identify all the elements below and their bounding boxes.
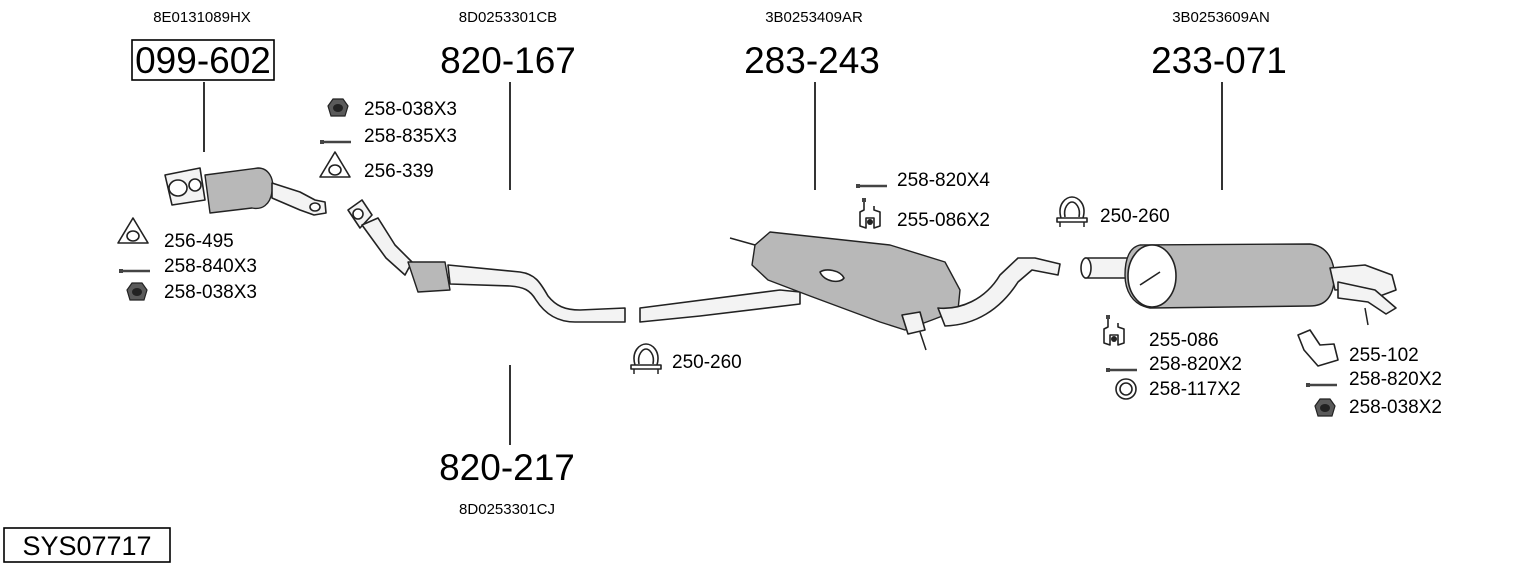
oem-number-5: 8D0253301CJ <box>459 501 555 518</box>
hanger-icon <box>859 197 881 229</box>
nut-icon <box>327 98 349 117</box>
hanger-icon <box>1103 314 1125 346</box>
clamp-icon <box>630 343 662 375</box>
nut-icon <box>126 282 148 301</box>
bolt-icon <box>1104 366 1139 374</box>
part-number-2: 820-167 <box>440 40 576 81</box>
fitting-label: 258-117X2 <box>1149 379 1241 400</box>
nut-icon <box>1314 398 1336 417</box>
bracket-icon <box>1297 329 1339 367</box>
fitting-label: 258-820X2 <box>1149 354 1242 375</box>
catalytic-converter-drawing <box>164 167 327 216</box>
fitting-label: 258-038X3 <box>364 99 457 120</box>
gasket-icon <box>117 217 149 244</box>
ring-icon <box>1115 378 1137 400</box>
bolt-icon <box>1304 381 1339 389</box>
middle-silencer-drawing <box>639 231 1061 351</box>
fitting-label: 250-260 <box>1100 206 1170 227</box>
bolt-icon <box>117 267 152 275</box>
bolt-icon <box>854 182 889 190</box>
clamp-icon <box>1056 196 1088 228</box>
fitting-label: 258-038X3 <box>164 282 257 303</box>
part-number-5: 820-217 <box>439 447 575 488</box>
fitting-label: 255-086X2 <box>897 210 990 231</box>
front-pipe-drawing <box>347 199 626 323</box>
rear-silencer-drawing <box>1080 243 1397 326</box>
fitting-label: 256-339 <box>364 161 434 182</box>
oem-number-4: 3B0253609AN <box>1172 9 1270 26</box>
gasket-icon <box>319 151 351 178</box>
oem-number-2: 8D0253301CB <box>459 9 557 26</box>
fitting-label: 255-086 <box>1149 330 1219 351</box>
fitting-label: 258-038X2 <box>1349 397 1442 418</box>
system-code-box <box>3 527 171 563</box>
part-number-4: 233-071 <box>1151 40 1287 81</box>
fitting-label: 258-835X3 <box>364 126 457 147</box>
system-code: SYS07717 <box>22 531 151 561</box>
part-number-3: 283-243 <box>744 40 880 81</box>
fitting-label: 256-495 <box>164 231 234 252</box>
fitting-label: 258-820X4 <box>897 170 990 191</box>
fitting-label: 258-840X3 <box>164 256 257 277</box>
part-number-1: 099-602 <box>135 40 271 81</box>
part-number-box <box>131 39 275 81</box>
fitting-label: 258-820X2 <box>1349 369 1442 390</box>
oem-number-3: 3B0253409AR <box>765 9 863 26</box>
fitting-label: 255-102 <box>1349 345 1419 366</box>
bolt-icon <box>318 138 353 146</box>
oem-number-1: 8E0131089HX <box>153 9 251 26</box>
fitting-label: 250-260 <box>672 352 742 373</box>
